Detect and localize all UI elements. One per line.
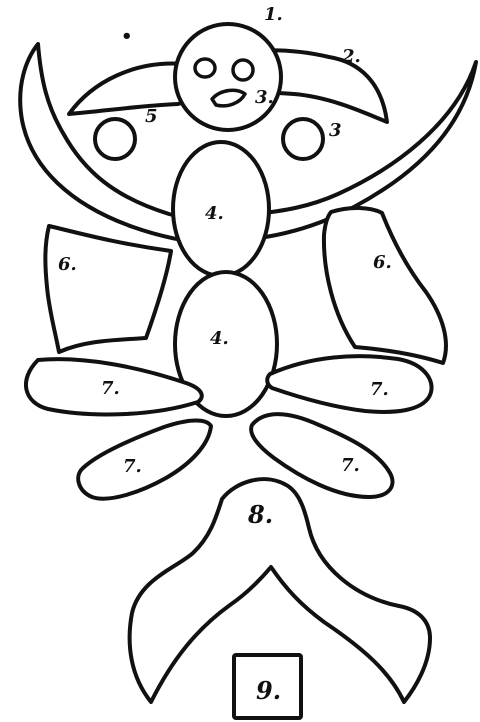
left-side-piece [45,226,171,352]
label-left-lower-leaf: 7. [123,456,142,477]
label-tail: 8. [247,500,273,529]
label-right-wing: 2. [341,46,361,67]
left-lower-leaf [78,420,211,498]
right-upper-leaf [267,356,431,412]
label-right-lower-leaf: 7. [341,455,360,476]
head-circle [175,24,281,130]
label-lower-body: 4. [210,328,229,349]
label-left-eye-mark: 5 [145,106,158,127]
label-left-upper-leaf: 7. [101,378,120,399]
left-round-spot [95,119,135,159]
label-right-side-piece: 6. [373,252,392,273]
label-beak: 3. [255,87,274,108]
label-right-upper-leaf: 7. [370,379,389,400]
label-right-eye-mark: 3 [329,120,342,141]
right-side-piece [324,208,446,363]
label-left-side-piece: 6. [58,254,77,275]
label-left-wing-dot: • [121,26,133,47]
label-head: 1. [264,4,283,25]
label-box: 9. [256,676,281,705]
right-round-spot [283,119,323,159]
label-upper-body: 4. [205,203,224,224]
